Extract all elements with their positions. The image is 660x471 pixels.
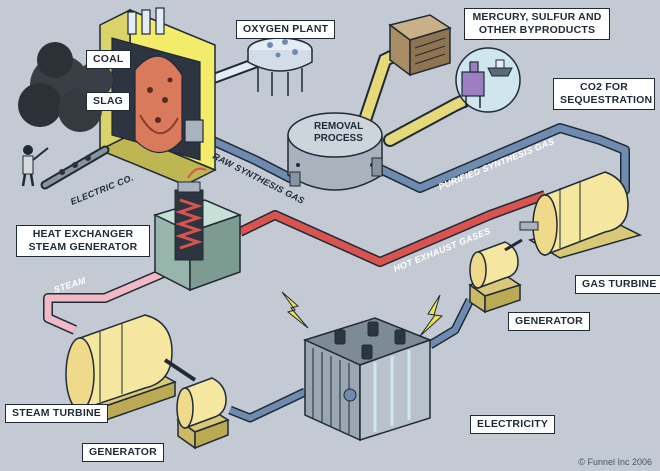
wire-bottom [228, 389, 307, 421]
transformer [302, 317, 433, 442]
co2-conveyor [385, 93, 475, 145]
gasifier [98, 7, 217, 186]
label-electricity: ELECTRICITY [470, 415, 556, 434]
steam-text: STEAM [53, 275, 88, 295]
generator-right [468, 238, 523, 314]
label-byproducts: MERCURY, SULFUR AND OTHER BYPRODUCTS [464, 8, 610, 40]
oxygen-plant [247, 37, 313, 96]
label-gas-turbine: GAS TURBINE [575, 275, 660, 294]
lightning-bolt-icon [419, 294, 444, 337]
oxygen-pipe [211, 58, 262, 82]
coal-conveyor [40, 145, 110, 190]
label-heat-exchanger: HEAT EXCHANGER STEAM GENERATOR [16, 225, 150, 257]
lightning-bolt-icon [281, 291, 309, 329]
removal-tank [287, 112, 383, 191]
copyright: © Funnel Inc 2006 [578, 457, 652, 467]
ship-icon [487, 59, 513, 77]
electric-co-text: ELECTRIC CO. [69, 172, 135, 206]
worker-icon [21, 145, 49, 187]
byproduct-box [388, 14, 452, 77]
label-steam-turbine: STEAM TURBINE [5, 404, 108, 423]
purified-synthesis-gas-text: PURIFIED SYNTHESIS GAS [437, 136, 556, 192]
exhaust-pipe [238, 191, 547, 266]
removal-process-text-line1: REMOVAL [314, 121, 363, 132]
generator-bottom [176, 377, 230, 450]
heat-exchanger [152, 167, 243, 292]
label-coal: COAL [86, 50, 131, 69]
wire-right [428, 298, 473, 348]
co2-sequestration [455, 47, 521, 113]
removal-process-text-line2: PROCESS [314, 133, 363, 144]
steam-pipe [44, 264, 177, 334]
label-generator-right: GENERATOR [508, 312, 590, 331]
label-oxygen-plant: OXYGEN PLANT [236, 20, 336, 39]
label-slag: SLAG [86, 92, 130, 111]
gas-turbine [519, 171, 643, 259]
label-generator-bottom: GENERATOR [82, 443, 164, 462]
label-co2: CO2 FOR SEQUESTRATION [553, 78, 655, 110]
